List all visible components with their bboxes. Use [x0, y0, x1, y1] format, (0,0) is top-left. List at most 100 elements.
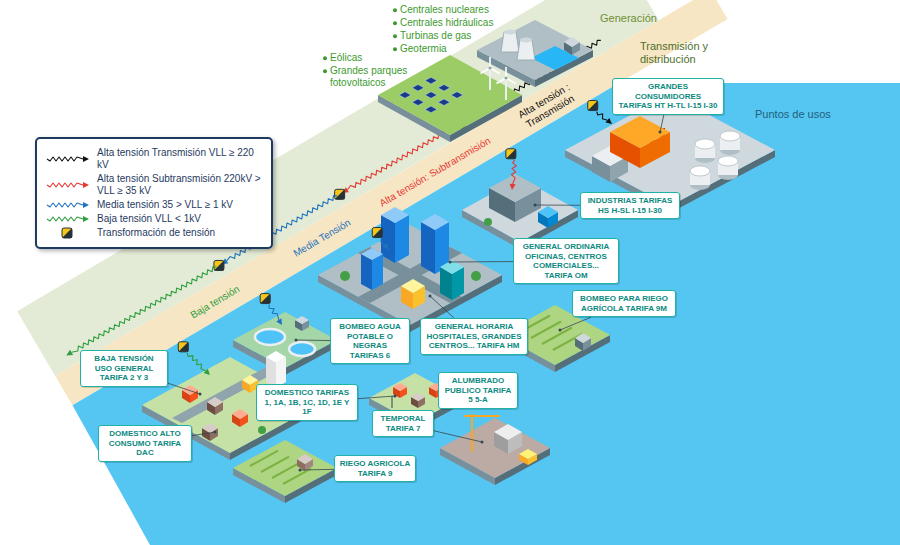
water-basin — [255, 329, 285, 345]
office-tower-top — [361, 248, 383, 260]
office-tower-left — [361, 254, 372, 290]
transformer-icon — [588, 101, 598, 111]
transformer-icon — [335, 189, 345, 199]
house-top — [207, 397, 223, 407]
callout-box: GENERAL ORDINARIA OFICINAS, CENTROS COME… — [513, 238, 619, 284]
leader-line — [450, 261, 513, 262]
callout-text: ALUMBRADO PUBLICO TARIFA 5 5-A — [443, 376, 513, 405]
transformer-body — [506, 149, 516, 159]
area-label: Centrales nucleares — [400, 4, 489, 16]
leader-dot — [481, 441, 484, 444]
branch-wire — [269, 305, 279, 320]
branch-wire-head — [382, 243, 388, 250]
leader-dot — [449, 261, 452, 264]
branch-wire-head — [276, 318, 282, 325]
legend-text: Baja tensión VLL < 1kV — [97, 213, 201, 225]
solar-panel — [438, 99, 450, 106]
turbine-hub — [504, 76, 507, 79]
callout-box: INDUSTRIAS TARIFAS HS H-SL I-15 I-30 — [580, 192, 680, 219]
tree — [484, 218, 492, 226]
callout-box: RIEGO AGRICOLA TARIFA 9 — [334, 455, 416, 482]
office-tower-top — [381, 207, 409, 223]
turbine-blade — [490, 68, 500, 74]
solar-panel — [425, 106, 437, 113]
bullet — [393, 34, 397, 38]
office-tower-left — [381, 215, 395, 263]
tree — [340, 271, 350, 281]
house-top — [393, 383, 407, 391]
mall-top — [401, 279, 425, 293]
legend-line-sample-head — [83, 216, 89, 222]
area-label: Transmisión y distribución — [640, 40, 735, 65]
office-tower-left — [421, 222, 435, 274]
bullet — [393, 47, 397, 51]
solar-panel — [412, 85, 424, 92]
callout-text: BOMBEO AGUA POTABLE O NEGRAS TARIFAS 6 — [335, 322, 405, 360]
pump-house-top — [575, 333, 591, 343]
legend-text: Alta tensión Transmisión VLL ≥ 220 kV — [97, 147, 263, 171]
bullet — [393, 8, 397, 12]
transformer-shade — [214, 260, 224, 270]
solar-panel — [425, 77, 437, 84]
transformer-body — [214, 260, 224, 270]
transformer-icon — [372, 228, 382, 238]
solar-panel — [399, 92, 411, 99]
legend-line-sample — [47, 203, 83, 207]
transformer-body — [372, 228, 382, 238]
use-area — [73, 83, 900, 545]
callout-text: GRANDES CONSUMIDORES TARIFAS HT H-TL I-1… — [617, 82, 719, 111]
farm-house-top — [297, 454, 313, 464]
leader-dot — [295, 339, 298, 342]
legend-box: Alta tensión Transmisión VLL ≥ 220 kVAlt… — [35, 137, 273, 249]
turbine-hub — [488, 66, 491, 69]
callout-text: BAJA TENSIÓN USO GENERAL TARIFA 2 Y 3 — [85, 354, 163, 383]
leader-dot — [214, 431, 217, 434]
callout-box: ALUMBRADO PUBLICO TARIFA 5 5-A — [438, 372, 518, 409]
field-row — [283, 469, 311, 484]
legend-row: Alta tensión Transmisión VLL ≥ 220 kV — [45, 147, 263, 171]
bullet — [323, 69, 327, 73]
area-label: Centrales hidráulicas — [400, 17, 493, 29]
callout-box: BOMBEO AGUA POTABLE O NEGRAS TARIFAS 6 — [330, 318, 410, 364]
leader-dot — [534, 204, 537, 207]
leader-dot — [429, 295, 432, 298]
leader-line — [300, 469, 334, 471]
transformer-icon — [62, 228, 72, 238]
transformer-body — [335, 189, 345, 199]
bullet — [323, 56, 327, 60]
cooling-tower-top — [504, 30, 516, 35]
turbine-tower — [505, 78, 507, 100]
construction-top — [494, 424, 522, 440]
transformer-shade — [62, 228, 72, 238]
leader-dot — [394, 395, 397, 398]
callout-box: DOMESTICO ALTO CONSUMO TARIFA DAC — [98, 425, 192, 462]
transformer-body — [178, 342, 188, 352]
transformer-shade — [588, 101, 598, 111]
callout-text: INDUSTRIAS TARIFAS HS H-SL I-15 I-30 — [585, 196, 675, 215]
industry-annex-top — [538, 206, 558, 218]
area-label: Eólicas — [330, 52, 362, 64]
solar-panel — [412, 99, 424, 106]
irrigation-tile — [233, 440, 337, 496]
leader-line — [192, 432, 215, 436]
street-lamp — [392, 396, 393, 408]
tank-top — [695, 139, 715, 149]
branch-wire-head — [606, 118, 613, 124]
callout-box: DOMESTICO TARIFAS 1, 1A, 1B, 1C, 1D, 1E … — [256, 384, 358, 421]
field-row — [272, 463, 300, 478]
crane — [471, 414, 473, 452]
transformer-shade — [372, 228, 382, 238]
tiles — [142, 20, 775, 503]
leader-line — [560, 317, 591, 330]
city-tile — [318, 225, 502, 325]
cooling-tower-top — [520, 38, 532, 43]
callout-box: GENERAL HORARIA HOSPITALES, GRANDES CENT… — [420, 318, 528, 355]
branch-wire-head — [204, 369, 210, 375]
branch-wire — [381, 239, 385, 245]
legend-line-sample-head — [83, 182, 89, 188]
transformer-icon — [506, 149, 516, 159]
leader-line — [660, 115, 664, 132]
callout-box: TEMPORAL TARIFA 7 — [372, 410, 434, 437]
